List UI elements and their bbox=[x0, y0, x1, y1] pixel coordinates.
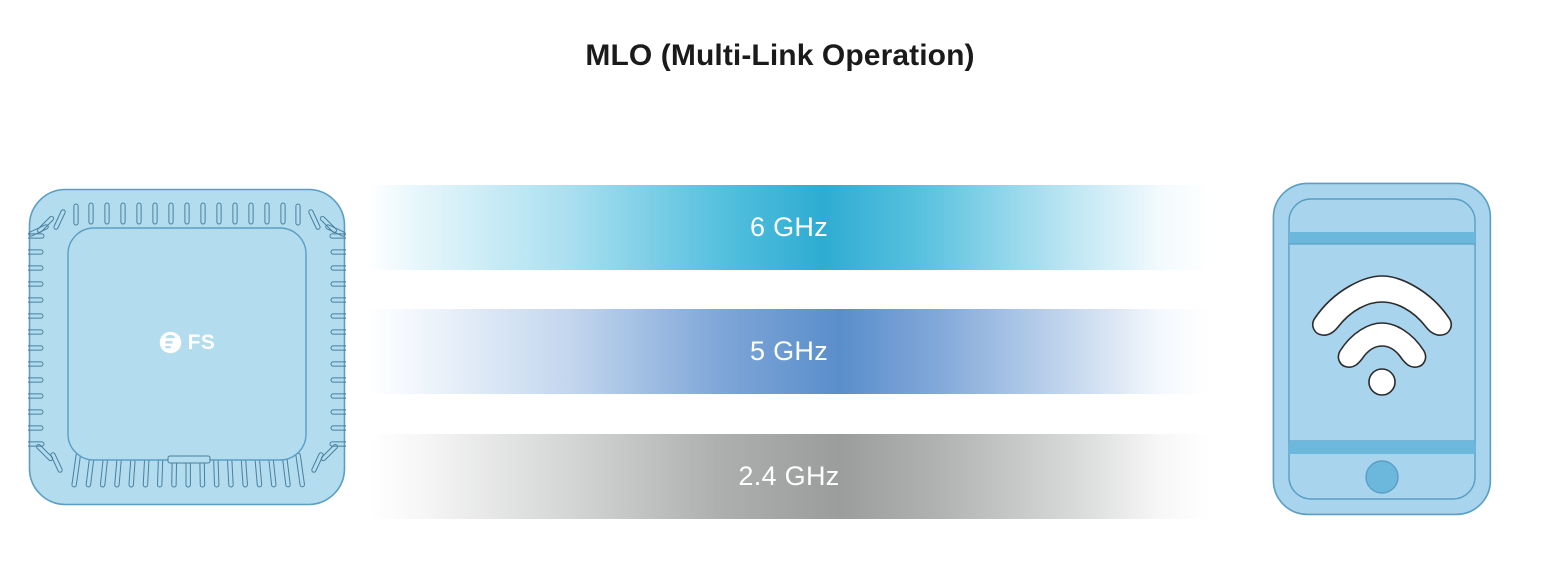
band-5ghz: 5 GHz bbox=[368, 309, 1210, 394]
router-top-plate bbox=[67, 227, 307, 461]
band-24ghz-label: 2.4 GHz bbox=[738, 461, 840, 491]
router-illustration bbox=[28, 188, 346, 506]
band-24ghz: 2.4 GHz bbox=[368, 434, 1210, 519]
phone-earpiece-strip bbox=[1289, 232, 1475, 244]
router-device: FS bbox=[28, 188, 346, 506]
phone-illustration bbox=[1272, 182, 1492, 516]
led-indicator bbox=[167, 455, 211, 464]
wifi-icon bbox=[1312, 275, 1452, 396]
band-6ghz: 6 GHz bbox=[368, 185, 1210, 270]
home-button-icon[interactable] bbox=[1365, 460, 1399, 494]
phone-device bbox=[1272, 182, 1492, 516]
band-6ghz-label: 6 GHz bbox=[749, 212, 829, 242]
band-5ghz-label: 5 GHz bbox=[749, 336, 829, 366]
phone-bottom-strip bbox=[1289, 441, 1475, 454]
page-title: MLO (Multi-Link Operation) bbox=[585, 39, 975, 72]
